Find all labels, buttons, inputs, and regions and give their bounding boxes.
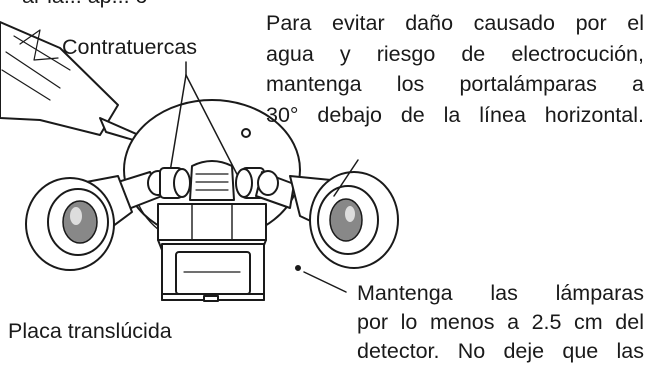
left-lamp-holder	[25, 175, 133, 271]
cropped-top-text: ar la... ap... o	[22, 0, 147, 10]
distance-note-line: Mantenga las lámparas	[357, 281, 644, 305]
distance-note-line: detector. No deje que las	[357, 339, 644, 363]
warning-line: 30° debajo de la línea horizontal.	[266, 102, 644, 127]
right-lamp-arm	[235, 167, 295, 209]
right-lamp-holder	[289, 171, 399, 269]
motion-sensor	[157, 203, 267, 302]
lens-plate-label: Placa translúcida	[8, 319, 172, 343]
waterproofing-warning: Para evitar daño causado por el agua y r…	[266, 8, 644, 130]
distance-note-line: por lo menos a 2.5 cm del	[357, 310, 644, 334]
locknuts-label: Contratuercas	[62, 35, 198, 59]
lamp-distance-note: Mantenga las lámparas por lo menos a 2.5…	[357, 279, 644, 366]
warning-line: mantenga los portalámparas a	[266, 72, 644, 96]
left-lamp-arm	[117, 167, 191, 211]
center-fitting	[189, 160, 235, 201]
warning-line: agua y riesgo de electrocución,	[266, 41, 644, 66]
warning-line: Para evitar daño causado por el	[266, 11, 644, 35]
fixture-illustration	[0, 21, 399, 302]
